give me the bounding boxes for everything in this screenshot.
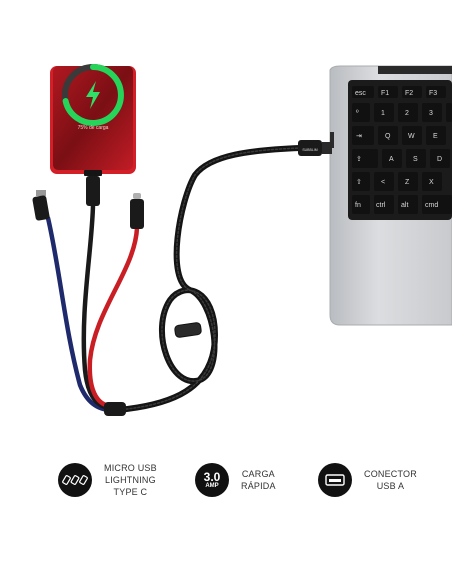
key-label: cmd: [425, 202, 438, 209]
key-label: 3: [429, 110, 433, 117]
feature-line: CONECTOR: [364, 469, 417, 479]
usb-a-port-icon: [318, 463, 352, 497]
laptop-keyboard: [352, 86, 452, 214]
key-label: ctrl: [376, 202, 386, 209]
feature-line: CARGA: [241, 469, 275, 479]
laptop-usb-port: [330, 132, 334, 148]
feature-line: LIGHTNING: [105, 475, 156, 485]
lightning-bolt-icon: [86, 81, 100, 109]
key-label: Q: [385, 133, 391, 140]
cable-connectors-icon: [58, 463, 92, 497]
key-label: 1: [381, 110, 385, 117]
key-label: esc: [355, 90, 366, 97]
feature-line: RÁPIDA: [241, 481, 276, 491]
smartphone: 75% de carga: [50, 64, 136, 176]
key-label: ⇪: [356, 155, 362, 163]
keyboard-labels: esc F1 F2 F3 º 1 2 3 ⇥ Q W E ⇪ A S D ⇧ <…: [355, 90, 442, 209]
lightning-plug-top: [84, 170, 102, 176]
usb-a-connector: SUBBLIM: [298, 140, 332, 156]
key-label: F3: [429, 90, 437, 97]
connectors: SUBBLIM: [32, 140, 332, 416]
feature-connectors-label: MICRO USB LIGHTNING TYPE C: [104, 462, 157, 498]
key-label: F2: [405, 90, 413, 97]
phone-charge-text: 75% de carga: [78, 125, 109, 131]
lightning-connector: [86, 176, 100, 206]
key-label: alt: [401, 202, 408, 209]
key-label: W: [408, 133, 415, 140]
laptop: esc F1 F2 F3 º 1 2 3 ⇥ Q W E ⇪ A S D ⇧ <…: [329, 65, 452, 326]
key-label: E: [433, 133, 438, 140]
key-label: X: [429, 179, 434, 186]
cables: [45, 145, 303, 413]
feature-line: TYPE C: [113, 487, 148, 497]
key-label: ⇥: [356, 133, 362, 140]
key-label: D: [437, 156, 442, 163]
feature-line: MICRO USB: [104, 463, 157, 473]
feature-fast-charge: 3.0 AMP CARGA RÁPIDA: [195, 455, 276, 505]
key-label: F1: [381, 90, 389, 97]
usb-c-connector: [130, 193, 144, 229]
key-label: 2: [405, 110, 409, 117]
feature-connectors: MICRO USB LIGHTNING TYPE C: [58, 455, 157, 505]
amp-value: 3.0: [203, 469, 221, 484]
cable-strap: [174, 322, 202, 338]
key-label: S: [413, 156, 418, 163]
key-label: A: [389, 156, 394, 163]
feature-usb-a: CONECTOR USB A: [318, 455, 417, 505]
micro-usb-connector: [32, 190, 50, 221]
charging-ring-progress: [62, 64, 124, 126]
3-amp-badge: 3.0 AMP: [195, 463, 229, 497]
key-label: Z: [405, 179, 410, 186]
feature-line: USB A: [376, 481, 405, 491]
key-label: º: [356, 110, 359, 117]
feature-fast-charge-label: CARGA RÁPIDA: [241, 468, 276, 492]
key-label: fn: [355, 202, 361, 209]
feature-usb-a-label: CONECTOR USB A: [364, 468, 417, 492]
amp-unit: AMP: [205, 482, 219, 489]
product-scene: esc F1 F2 F3 º 1 2 3 ⇥ Q W E ⇪ A S D ⇧ <…: [32, 64, 452, 416]
connector-logo: SUBBLIM: [302, 148, 317, 152]
splitter-junction: [104, 402, 126, 416]
key-label: <: [381, 179, 385, 186]
key-label: ⇧: [356, 178, 362, 186]
